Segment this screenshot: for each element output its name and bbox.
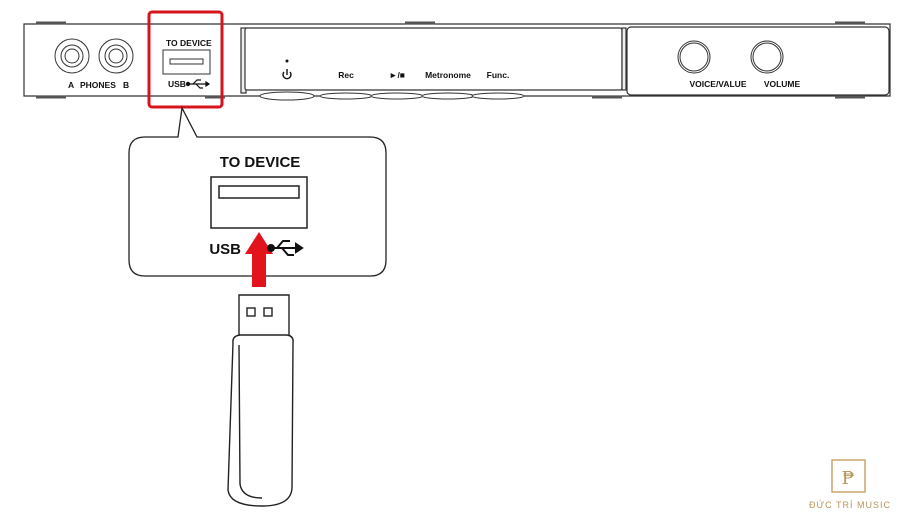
play-stop-button[interactable] [370, 92, 424, 100]
power-button[interactable] [259, 91, 315, 101]
callout-to-device-label: TO DEVICE [220, 154, 301, 171]
voice-value-label: VOICE/VALUE [690, 79, 747, 89]
metronome-label: Metronome [425, 70, 471, 80]
phones-b-label: B [123, 80, 129, 90]
insert-arrow [245, 232, 273, 287]
usb-port-large[interactable] [210, 176, 308, 229]
metronome-button[interactable] [421, 92, 475, 100]
usb-flash-drive[interactable] [227, 294, 294, 507]
usb-highlight-box [147, 10, 224, 109]
rec-label: Rec [338, 70, 354, 80]
usb-label: USB [168, 79, 186, 89]
func-button[interactable] [471, 92, 525, 100]
volume-knob[interactable] [750, 40, 784, 74]
func-label: Func. [487, 70, 510, 80]
to-device-label: TO DEVICE [166, 38, 212, 48]
panel-buttons [259, 91, 525, 101]
phones-a-label: A [68, 80, 74, 90]
rec-button[interactable] [319, 92, 373, 100]
usb-icon-large [267, 240, 304, 256]
instrument-panel [23, 21, 891, 99]
voice-value-knob[interactable] [677, 40, 711, 74]
usb-port-small[interactable] [162, 49, 211, 75]
svg-text:₱: ₱ [842, 468, 855, 489]
logo-text: ĐỨC TRÍ MUSIC [809, 500, 891, 510]
power-icon [282, 69, 292, 80]
phones-label: PHONES [80, 80, 116, 90]
usb-icon [185, 79, 211, 89]
phones-jack-a[interactable] [54, 38, 90, 74]
callout-usb-label: USB [209, 241, 241, 258]
volume-label: VOLUME [764, 79, 801, 89]
duc-tri-music-logo: ₱ ĐỨC TRÍ MUSIC [809, 459, 891, 510]
power-indicator [285, 59, 289, 63]
phones-jack-b[interactable] [98, 38, 134, 74]
play-stop-label: ►/■ [389, 70, 405, 80]
